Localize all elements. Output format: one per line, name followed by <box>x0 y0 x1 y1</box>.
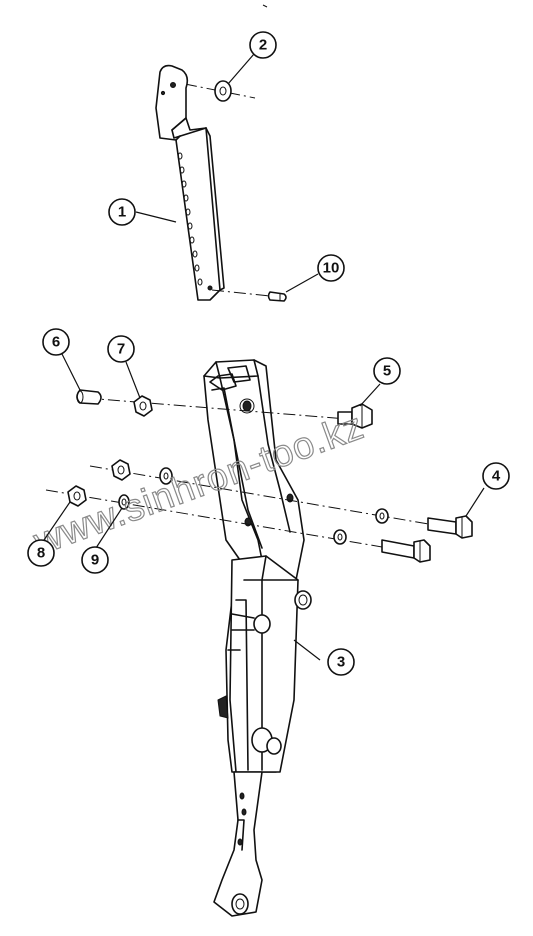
part-10-pin <box>211 289 287 302</box>
box-bolt-left <box>231 613 271 634</box>
part-2-washer <box>184 80 256 102</box>
leader-lines <box>43 53 485 661</box>
callout-4-label: 4 <box>492 468 501 485</box>
callout-9-label: 9 <box>91 552 99 569</box>
part-1-link <box>155 64 225 301</box>
part-5-bolt <box>337 403 373 429</box>
box-bolt-upper <box>294 590 312 610</box>
watermark-text: www.sinhron-too.kz <box>28 405 370 564</box>
nut-row-upper <box>111 459 389 524</box>
callout-8: 8 <box>27 539 55 567</box>
callout-1: 1 <box>108 198 136 226</box>
link-holes <box>177 152 213 291</box>
part-3-main-link <box>203 359 312 917</box>
part-4-bolt <box>427 515 473 539</box>
part-6-sleeve <box>76 389 102 405</box>
part-8-nut <box>67 485 87 507</box>
bolt-row-lower <box>333 529 431 563</box>
callout-8-label: 8 <box>37 545 45 562</box>
callout-3: 3 <box>327 648 355 676</box>
callout-7: 7 <box>107 335 135 363</box>
callout-9: 9 <box>81 546 109 574</box>
callout-7-label: 7 <box>117 341 125 358</box>
part-9-washer <box>118 494 130 510</box>
top-mark <box>262 4 268 8</box>
callout-2: 2 <box>249 31 277 59</box>
callout-6-label: 6 <box>52 334 60 351</box>
callout-1-label: 1 <box>118 204 126 221</box>
callout-10-label: 10 <box>323 260 340 277</box>
box-bolt-lower <box>251 727 282 755</box>
callout-2-label: 2 <box>259 37 267 54</box>
watermark: www.sinhron-too.kz <box>27 405 370 565</box>
callout-10: 10 <box>317 254 345 282</box>
callout-5-label: 5 <box>383 363 391 380</box>
callout-6: 6 <box>42 328 70 356</box>
callout-4: 4 <box>482 462 510 490</box>
callout-5: 5 <box>373 357 401 385</box>
part-7-nut <box>133 395 153 417</box>
callout-3-label: 3 <box>337 654 345 671</box>
